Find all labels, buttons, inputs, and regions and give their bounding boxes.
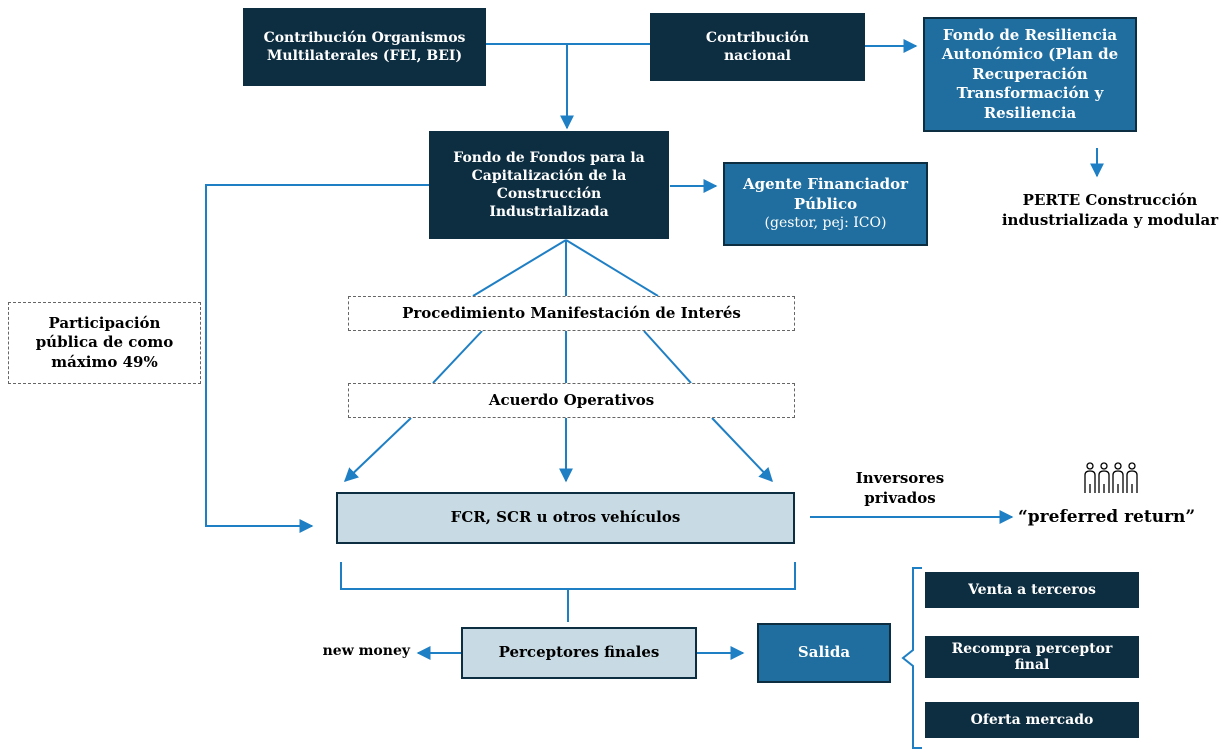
perte-label: PERTE Construcción industrializada y mod… [1001,191,1219,230]
person-icon [1112,462,1124,493]
arrow-to-fcr-right [711,417,773,483]
box-perceptores-finales-text: Perceptores finales [498,643,660,662]
box-salida: Salida [757,623,891,683]
box-recompra-perceptor: Recompra perceptor final [925,636,1139,678]
box-oferta-mercado-text: Oferta mercado [970,711,1094,728]
box-fondo-de-fondos-text: Fondo de Fondos para la Capitalización d… [453,149,645,221]
box-agente-financiador-title: Agente Financiador Público [742,175,909,213]
box-contribucion-multilaterales-text: Contribución Organismos Multilaterales (… [263,29,466,64]
box-salida-text: Salida [797,643,851,662]
box-contribucion-nacional: Contribución nacional [650,13,865,81]
box-contribucion-multilaterales: Contribución Organismos Multilaterales (… [243,8,486,86]
box-venta-terceros: Venta a terceros [925,572,1139,608]
fan-line-left-top [472,239,567,297]
person-icon [1098,462,1110,493]
fan-line-right-top [565,239,659,297]
box-oferta-mercado: Oferta mercado [925,702,1139,738]
person-icon [1084,462,1096,493]
box-contribucion-nacional-text: Contribución nacional [705,29,810,64]
box-fondo-de-fondos: Fondo de Fondos para la Capitalización d… [429,131,669,239]
box-fcr-vehiculos-text: FCR, SCR u otros vehículos [450,508,681,527]
box-participacion-publica-text: Participación pública de como máximo 49% [35,313,174,371]
box-venta-terceros-text: Venta a terceros [968,581,1096,598]
box-agente-financiador: Agente Financiador Público (gestor, pej:… [723,162,928,246]
inversores-privados-label: Inversores privados [855,469,945,508]
people-group-icon [1084,462,1138,493]
arrow-loop-to-fcr [205,184,430,533]
new-money-label: new money [322,643,410,659]
box-acuerdo-operativos-text: Acuerdo Operativos [488,390,655,409]
box-acuerdo-operativos: Acuerdo Operativos [348,383,795,418]
box-fondo-resiliencia: Fondo de Resiliencia Autonómico (Plan de… [923,17,1137,132]
box-fondo-resiliencia-text: Fondo de Resiliencia Autonómico (Plan de… [941,25,1119,122]
preferred-return-label: “preferred return” [1018,507,1196,527]
fan-line-right-mid [643,330,692,384]
box-procedimiento-manifestacion-text: Procedimiento Manifestación de Interés [402,303,741,322]
bracket-fcr [340,562,796,590]
box-fcr-vehiculos: FCR, SCR u otros vehículos [336,492,795,544]
box-recompra-perceptor-text: Recompra perceptor final [951,640,1113,673]
box-perceptores-finales: Perceptores finales [461,627,697,679]
fan-line-left-mid [432,330,483,384]
box-procedimiento-manifestacion: Procedimiento Manifestación de Interés [348,296,795,331]
box-participacion-publica: Participación pública de como máximo 49% [8,302,201,384]
box-agente-financiador-subtitle: (gestor, pej: ICO) [764,215,887,232]
arrow-to-fcr-left [343,417,412,482]
person-icon [1126,462,1138,493]
bracket-exits [901,567,922,749]
